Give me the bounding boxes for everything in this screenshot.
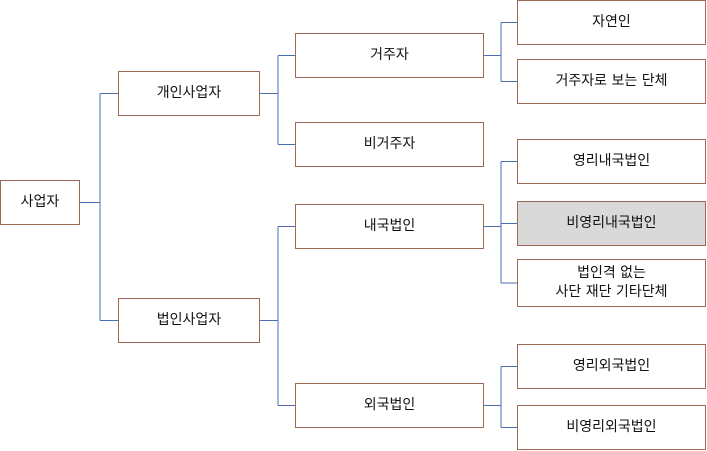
node-resident: 거주자 (295, 33, 484, 78)
node-foreign-non-profit: 비영리외국법인 (517, 405, 706, 450)
node-domestic-for-profit: 영리내국법인 (517, 139, 706, 184)
node-deemed-resident-body: 거주자로 보는 단체 (517, 59, 706, 104)
node-foreign-for-profit: 영리외국법인 (517, 344, 706, 389)
node-individual-business: 개인사업자 (118, 71, 260, 116)
node-corporate-business: 법인사업자 (118, 298, 260, 343)
node-domestic-corporation: 내국법인 (295, 204, 484, 249)
node-foreign-corporation: 외국법인 (295, 383, 484, 428)
node-business-operator: 사업자 (0, 180, 80, 225)
node-unincorporated-bodies: 법인격 없는 사단 재단 기타단체 (517, 259, 706, 307)
node-non-resident: 비거주자 (295, 122, 484, 167)
node-domestic-non-profit: 비영리내국법인 (517, 201, 706, 246)
node-natural-person: 자연인 (517, 0, 706, 45)
